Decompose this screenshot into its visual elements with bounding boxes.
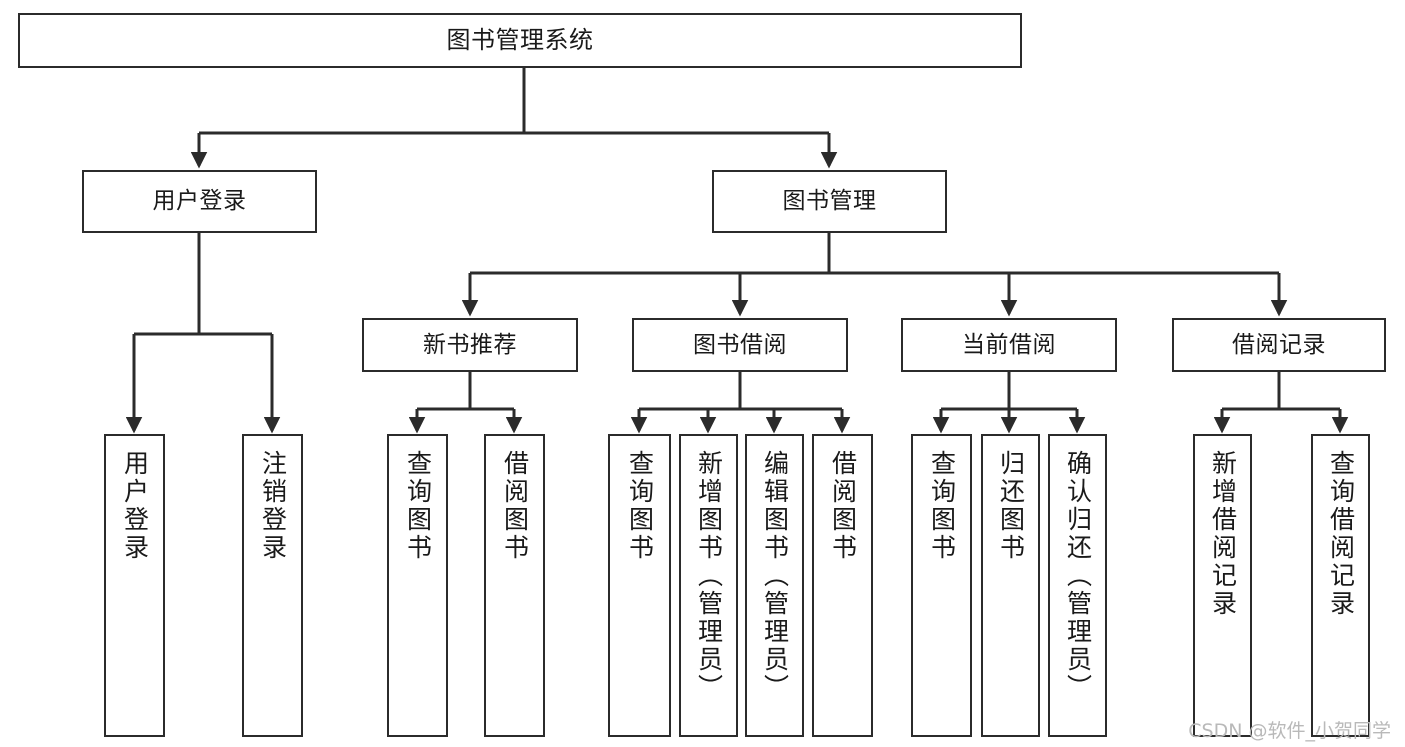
leaf-borrow-record-query[interactable]: 查询借阅记录	[1311, 434, 1370, 737]
leaf-book-borrow-edit[interactable]: 编辑图书（管理员）	[745, 434, 804, 737]
node-book-borrow[interactable]: 图书借阅	[632, 318, 848, 372]
node-new-book-recommend-label: 新书推荐	[423, 331, 517, 358]
node-book-management[interactable]: 图书管理	[712, 170, 947, 233]
node-borrow-record-label: 借阅记录	[1232, 331, 1326, 358]
leaf-new-book-query[interactable]: 查询图书	[387, 434, 448, 737]
leaf-book-borrow-edit-label: 编辑图书（管理员）	[760, 450, 790, 702]
leaf-current-borrow-query-label: 查询图书	[927, 450, 957, 562]
leaf-book-borrow-add[interactable]: 新增图书（管理员）	[679, 434, 738, 737]
node-user-login[interactable]: 用户登录	[82, 170, 317, 233]
leaf-borrow-record-add[interactable]: 新增借阅记录	[1193, 434, 1252, 737]
leaf-borrow-record-query-label: 查询借阅记录	[1326, 450, 1356, 618]
leaf-new-book-borrow-label: 借阅图书	[500, 450, 530, 562]
leaf-new-book-query-label: 查询图书	[403, 450, 433, 562]
node-new-book-recommend[interactable]: 新书推荐	[362, 318, 578, 372]
node-user-login-label: 用户登录	[152, 188, 247, 215]
leaf-book-borrow-borrow[interactable]: 借阅图书	[812, 434, 873, 737]
leaf-user-login-login-label: 用户登录	[120, 450, 150, 562]
leaf-user-login-login[interactable]: 用户登录	[104, 434, 165, 737]
node-root-label: 图书管理系统	[446, 25, 594, 54]
leaf-borrow-record-add-label: 新增借阅记录	[1208, 450, 1238, 618]
node-current-borrow-label: 当前借阅	[962, 331, 1056, 358]
leaf-current-borrow-return-label: 归还图书	[996, 450, 1026, 562]
leaf-current-borrow-confirm-label: 确认归还（管理员）	[1063, 450, 1093, 702]
leaf-new-book-borrow[interactable]: 借阅图书	[484, 434, 545, 737]
node-root[interactable]: 图书管理系统	[18, 13, 1022, 68]
leaf-current-borrow-return[interactable]: 归还图书	[981, 434, 1040, 737]
leaf-current-borrow-confirm[interactable]: 确认归还（管理员）	[1048, 434, 1107, 737]
leaf-user-login-logout[interactable]: 注销登录	[242, 434, 303, 737]
node-borrow-record[interactable]: 借阅记录	[1172, 318, 1386, 372]
leaf-book-borrow-query[interactable]: 查询图书	[608, 434, 671, 737]
node-book-borrow-label: 图书借阅	[693, 331, 787, 358]
leaf-book-borrow-add-label: 新增图书（管理员）	[694, 450, 724, 702]
leaf-user-login-logout-label: 注销登录	[258, 450, 288, 562]
node-current-borrow[interactable]: 当前借阅	[901, 318, 1117, 372]
leaf-book-borrow-borrow-label: 借阅图书	[828, 450, 858, 562]
leaf-book-borrow-query-label: 查询图书	[625, 450, 655, 562]
leaf-current-borrow-query[interactable]: 查询图书	[911, 434, 972, 737]
node-book-management-label: 图书管理	[782, 188, 877, 215]
